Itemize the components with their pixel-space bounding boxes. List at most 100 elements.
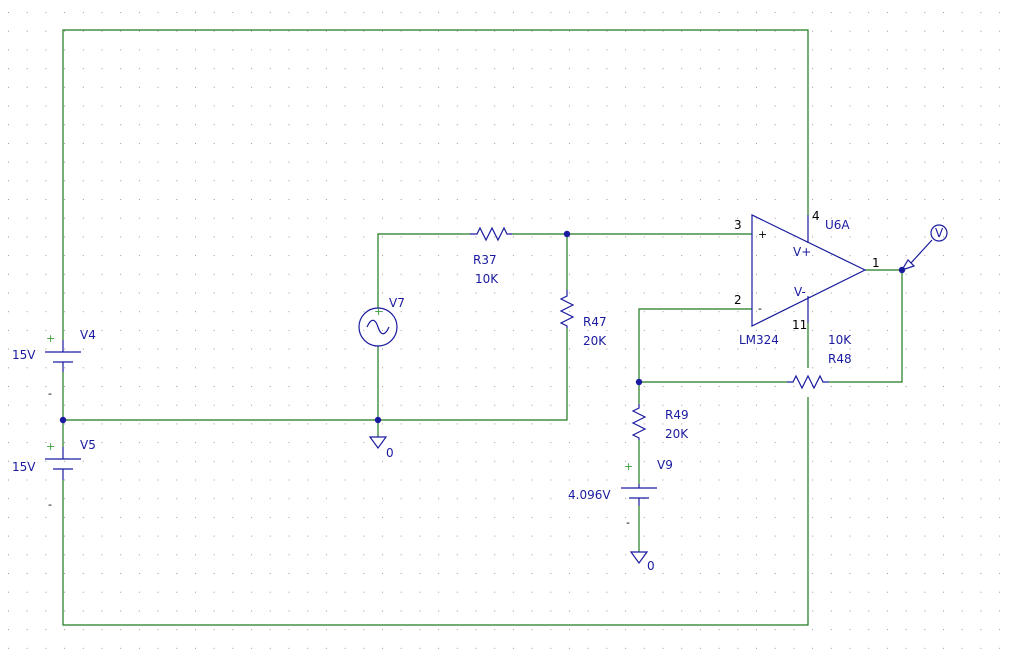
grid-dot xyxy=(886,255,888,257)
grid-dot xyxy=(176,591,178,593)
grid-dot xyxy=(606,479,608,481)
grid-dot xyxy=(382,30,383,32)
grid-dot xyxy=(400,86,402,88)
grid-dot xyxy=(45,479,47,481)
grid-dot xyxy=(625,217,627,219)
opamp-u6a[interactable]: + - V+ V- 3 2 4 11 1 U6A LM324 xyxy=(734,209,880,347)
grid-dot xyxy=(643,199,645,200)
grid-dot xyxy=(606,199,608,200)
grid-dot xyxy=(456,86,458,88)
grid-dot xyxy=(101,124,103,126)
grid-dot xyxy=(138,386,140,387)
grid-dot xyxy=(943,124,944,126)
grid-dot xyxy=(681,68,683,70)
grid-dot xyxy=(438,516,440,518)
grid-dot xyxy=(625,86,627,88)
voltage-probe-icon[interactable]: V xyxy=(900,224,948,272)
grid-dot xyxy=(643,479,645,481)
battery-v9[interactable]: + - V9 4.096V xyxy=(568,458,673,529)
grid-dot xyxy=(886,329,888,331)
grid-dot xyxy=(438,404,440,406)
grid-dot xyxy=(400,30,402,32)
grid-dot xyxy=(400,479,402,481)
grid-dot xyxy=(26,498,28,500)
grid-dot xyxy=(830,86,832,88)
grid-dot xyxy=(924,105,926,107)
grid-dot xyxy=(82,442,84,444)
grid-dot xyxy=(830,629,832,631)
grid-dot xyxy=(456,498,458,500)
grid-dot xyxy=(830,255,832,257)
grid-dot xyxy=(363,629,365,631)
resistor-r47[interactable]: R47 20K xyxy=(559,290,607,348)
grid-dot xyxy=(64,647,66,649)
grid-dot xyxy=(569,647,570,649)
grid-dot xyxy=(774,199,776,200)
battery-v5[interactable]: + - V5 15V xyxy=(12,438,96,511)
grid-dot xyxy=(999,49,1001,51)
grid-dot xyxy=(512,105,514,107)
grid-dot xyxy=(756,236,757,238)
resistor-r48[interactable]: 10K R48 xyxy=(787,333,852,390)
grid-dot xyxy=(868,404,870,406)
grid-dot xyxy=(643,367,645,369)
grid-dot xyxy=(718,386,720,387)
grid-dot xyxy=(138,311,140,313)
grid-dot xyxy=(961,498,963,500)
grid-dot xyxy=(138,199,140,200)
grid-dot xyxy=(382,255,383,257)
grid-dot xyxy=(269,86,271,88)
grid-dot xyxy=(288,142,290,144)
grid-dot xyxy=(830,573,832,574)
grid-dot xyxy=(606,460,608,462)
grid-dot xyxy=(8,311,9,313)
grid-dot xyxy=(812,479,814,481)
grid-dot xyxy=(793,404,795,406)
grid-dot xyxy=(737,329,739,331)
grid-dot xyxy=(232,479,234,481)
grid-dot xyxy=(307,124,309,126)
grid-dot xyxy=(325,442,327,444)
grid-dot xyxy=(82,367,84,369)
grid-dot xyxy=(475,217,477,219)
grid-dot xyxy=(606,124,608,126)
grid-dot xyxy=(868,49,870,51)
resistor-r49[interactable]: R49 20K xyxy=(631,404,689,441)
grid-dot xyxy=(138,105,140,107)
grid-dot xyxy=(288,236,290,238)
grid-dot xyxy=(307,629,309,631)
grid-dot xyxy=(195,348,196,350)
grid-dot xyxy=(64,161,66,163)
grid-dot xyxy=(512,386,514,387)
grid-dot xyxy=(494,68,496,70)
grid-dot xyxy=(662,610,664,612)
grid-dot xyxy=(569,124,570,126)
grid-dot xyxy=(569,161,570,163)
grid-dot xyxy=(961,404,963,406)
grid-dot xyxy=(756,105,757,107)
grid-dot xyxy=(232,629,234,631)
grid-dot xyxy=(587,479,589,481)
grid-dot xyxy=(699,591,701,593)
grid-dot xyxy=(138,348,140,350)
u6a-part: LM324 xyxy=(739,333,779,347)
grid-dot xyxy=(475,311,477,313)
grid-dot xyxy=(456,348,458,350)
grid-dot xyxy=(980,386,982,387)
resistor-r37[interactable]: R37 10K xyxy=(470,226,512,286)
ground-main[interactable]: 0 xyxy=(368,436,394,460)
grid-dot xyxy=(868,217,870,219)
grid-dot xyxy=(830,49,832,51)
sine-source-v7[interactable]: + V7 xyxy=(358,296,405,347)
grid-dot xyxy=(569,311,570,313)
grid-dot xyxy=(26,292,28,294)
grid-dot xyxy=(737,573,739,574)
grid-dot xyxy=(662,30,664,32)
grid-dot xyxy=(138,49,140,51)
grid-dot xyxy=(980,460,982,462)
grid-dot xyxy=(924,124,926,126)
grid-dot xyxy=(494,498,496,500)
ground-v9[interactable]: 0 xyxy=(629,551,655,573)
grid-dot xyxy=(587,647,589,649)
battery-v4[interactable]: + - V4 15V xyxy=(12,328,96,400)
